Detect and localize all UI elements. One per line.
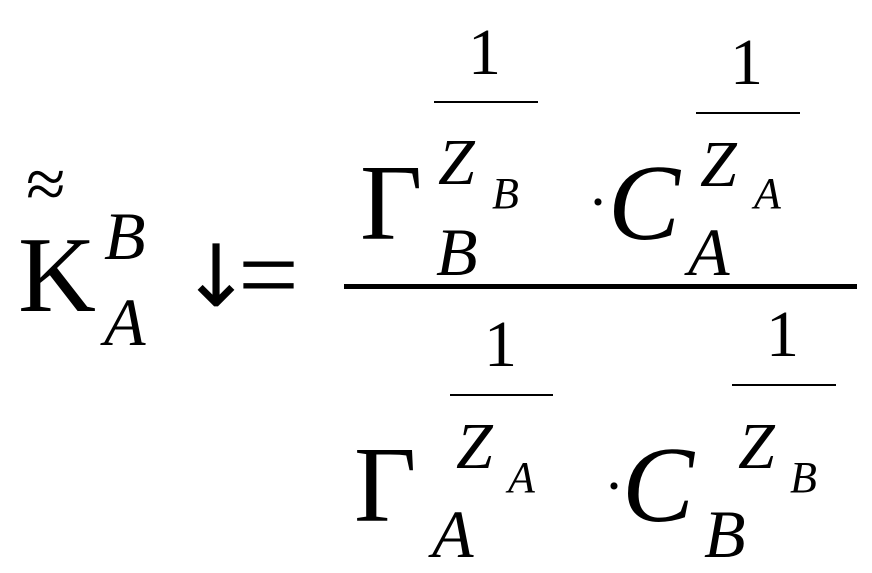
denominator-c-exponent-z-subscript: B [790,453,817,502]
denominator-gamma: Γ [354,426,417,545]
numerator-gamma: Γ [360,144,423,263]
k-accent-double-tilde: ≈ [26,144,66,224]
numerator-dot: · [588,169,608,235]
kappa-symbol: K [18,216,96,335]
numerator-c-exponent-z: Z [700,128,737,201]
denominator-gamma-exponent-one: 1 [484,308,517,381]
denominator-c: C [622,426,695,545]
numerator-gamma-exponent-z-subscript: B [492,169,519,218]
numerator-c-subscript: A [688,214,730,290]
kappa-superscript: B [104,198,146,274]
numerator-c: C [608,144,681,263]
kappa-subscript: A [104,284,146,360]
numerator-gamma-subscript: B [436,214,478,290]
denominator-c-exponent-bar [732,384,836,386]
denominator-c-subscript: B [704,496,746,572]
denominator-gamma-exponent-z: Z [456,410,493,483]
main-fraction-bar [344,284,857,289]
denominator-c-exponent-one: 1 [766,298,799,371]
numerator-c-exponent-one: 1 [730,26,763,99]
denominator-c-exponent-z: Z [738,410,775,483]
denominator-gamma-exponent-z-subscript: A [508,453,535,502]
numerator-c-exponent-bar [696,112,800,114]
numerator-gamma-exponent-z: Z [438,126,475,199]
numerator-c-exponent-z-subscript: A [754,169,781,218]
numerator-gamma-exponent-bar [434,101,538,103]
down-arrow-icon: ↓ [180,227,253,327]
numerator-gamma-exponent-one: 1 [468,16,501,89]
denominator-gamma-exponent-bar [450,394,553,396]
denominator-dot: · [604,453,624,519]
equals-sign: = [238,216,299,335]
denominator-gamma-subscript: A [432,496,474,572]
